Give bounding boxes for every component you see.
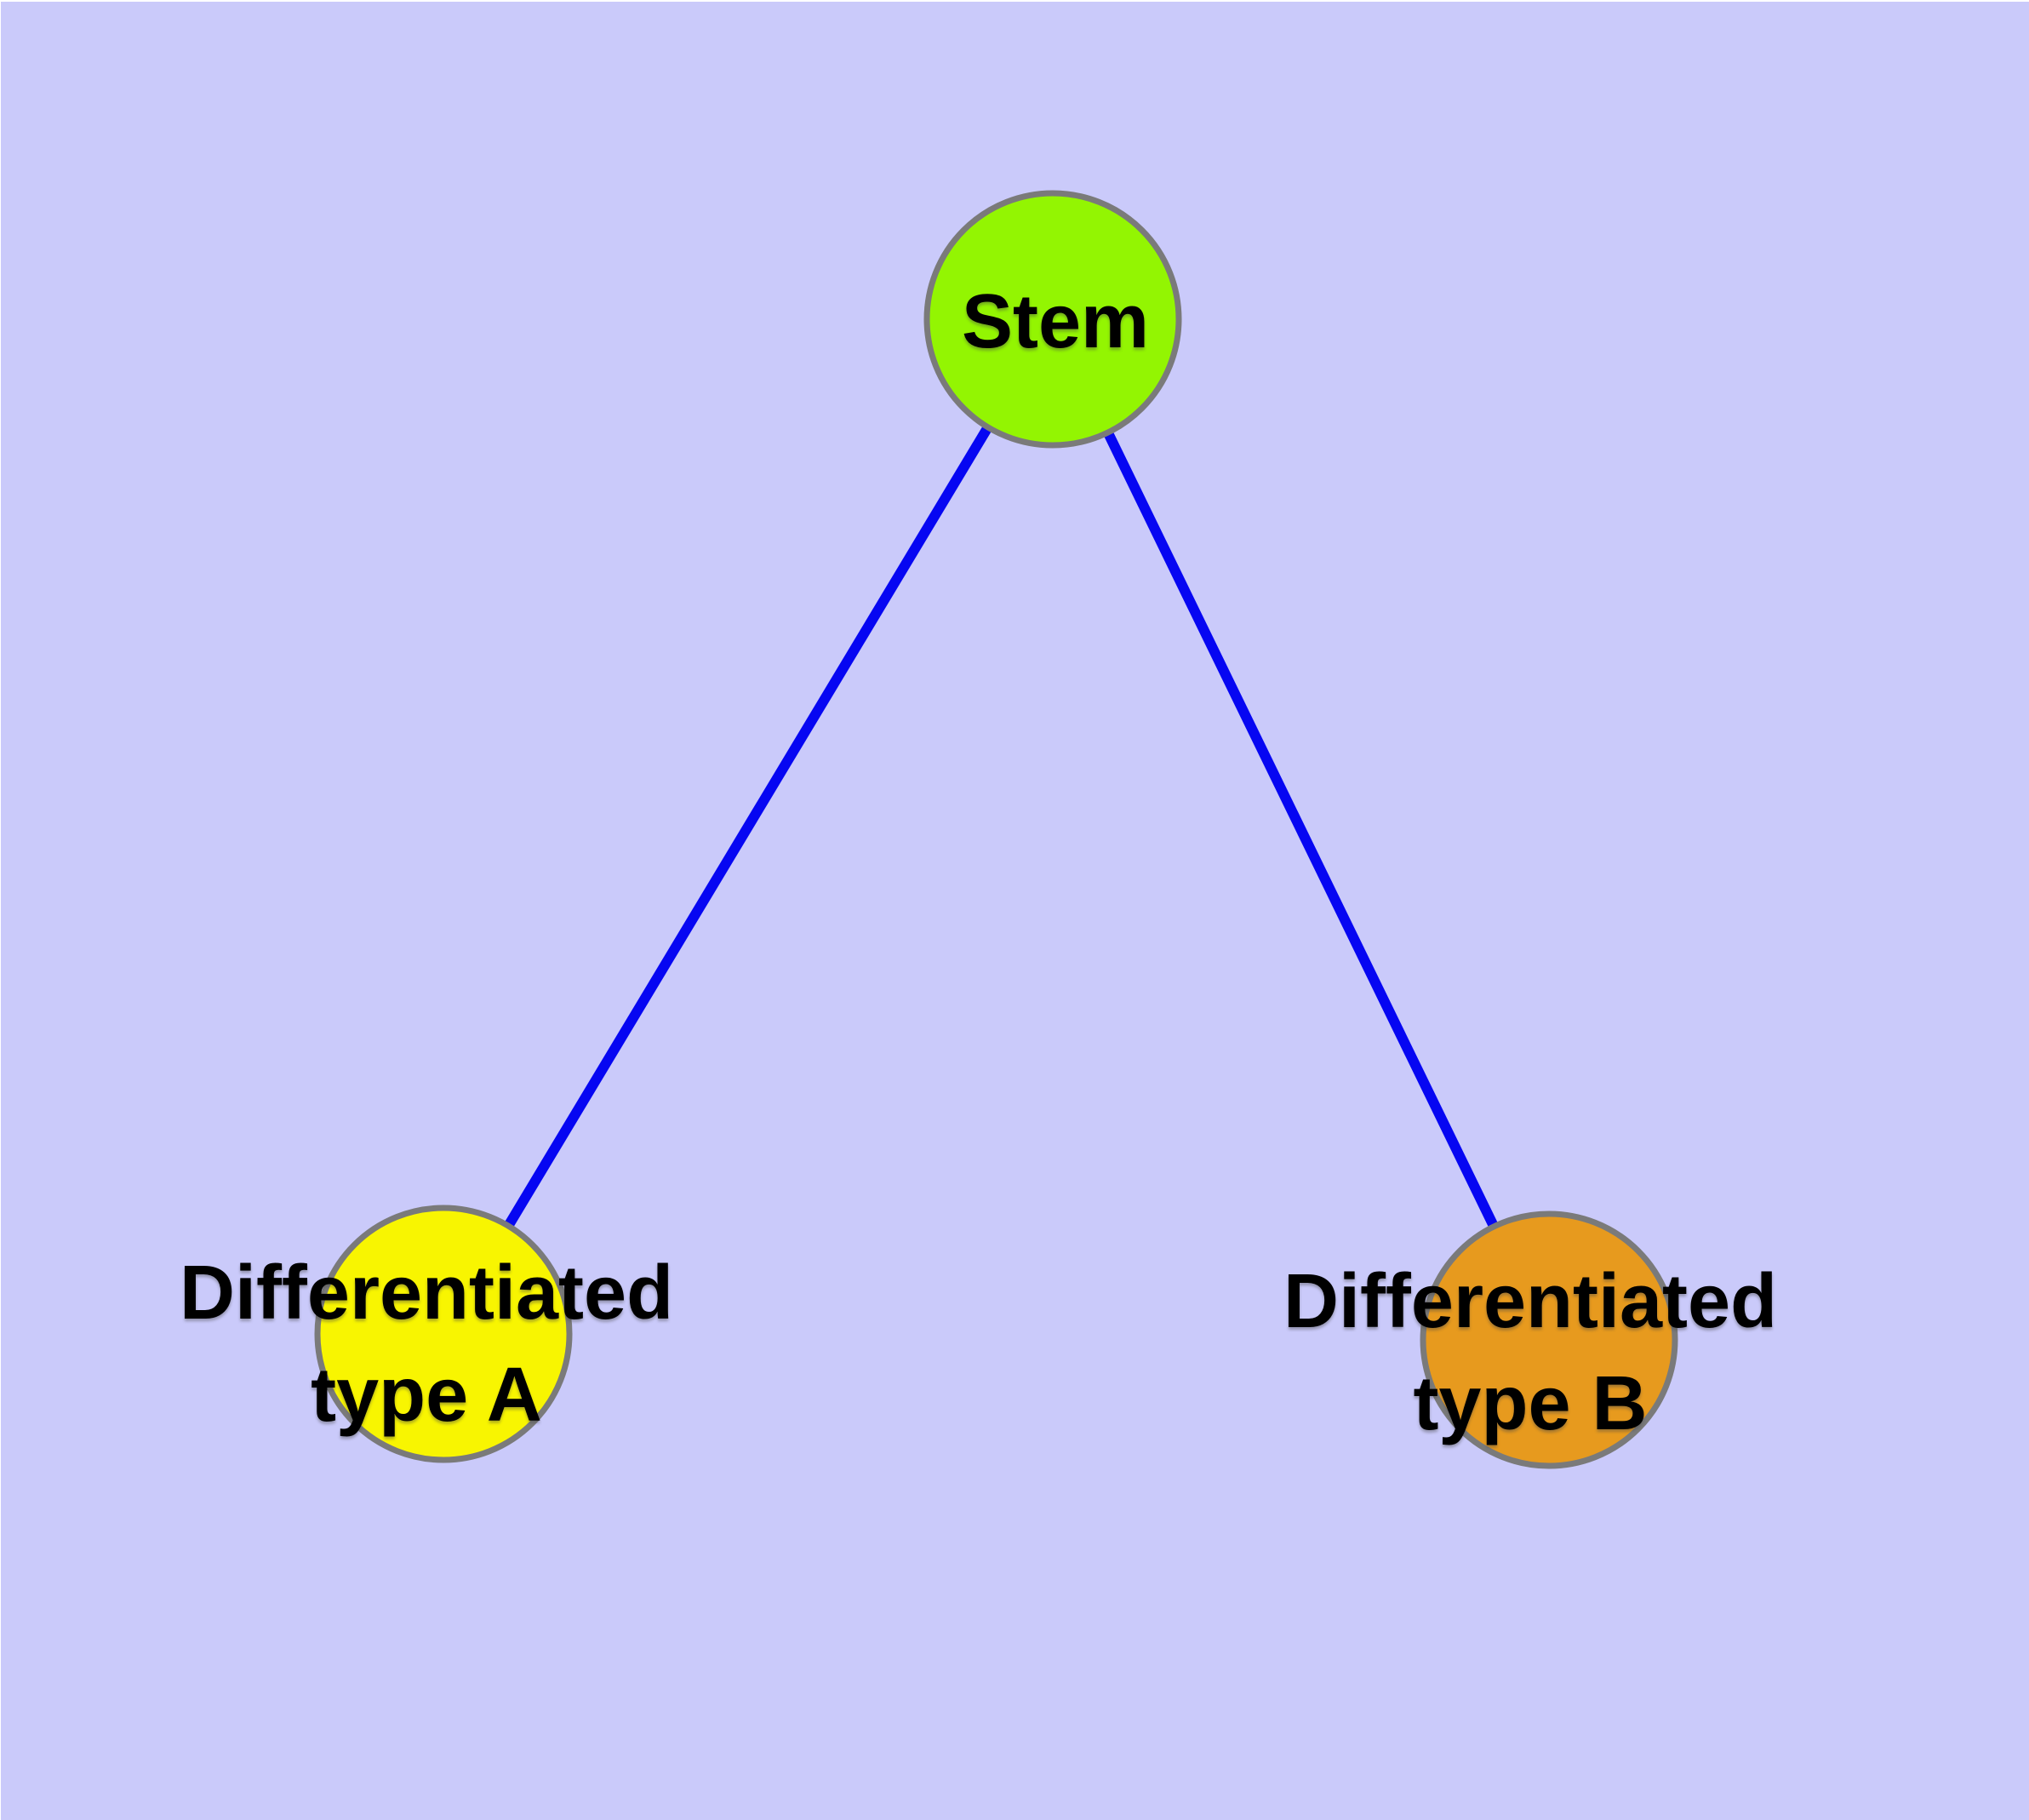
node-differentiated-type-a-label: Differentiated type A (180, 1242, 673, 1446)
node-differentiated-type-b-label-line2: type B (1413, 1361, 1648, 1446)
edge-stem-to-type-b (1048, 317, 1554, 1342)
node-differentiated-type-a-label-line1: Differentiated (179, 1251, 674, 1336)
node-stem-label-text: Stem (961, 279, 1150, 364)
node-stem-label: Stem (962, 271, 1149, 373)
node-stem-circle (923, 190, 1182, 449)
node-differentiated-type-b-circle (1420, 1210, 1678, 1469)
node-differentiated-type-b-label-line1: Differentiated (1283, 1259, 1778, 1344)
node-differentiated-type-b-label: Differentiated type B (1283, 1251, 1777, 1455)
node-differentiated-type-a-circle (314, 1205, 573, 1463)
node-differentiated-type-a-label-line2: type A (311, 1353, 542, 1438)
edge-stem-to-type-a (438, 316, 1058, 1337)
